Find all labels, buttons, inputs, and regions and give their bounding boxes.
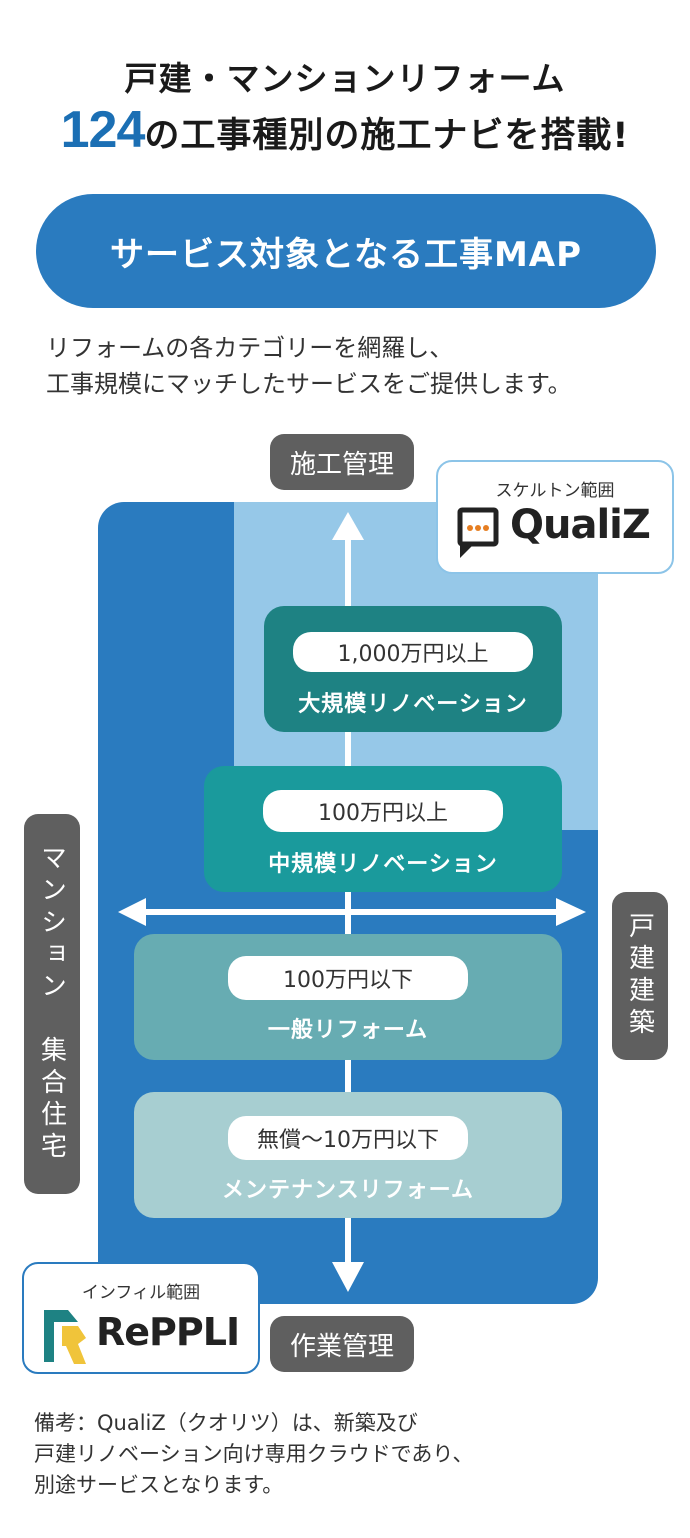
- band-price: 100万円以上: [263, 790, 503, 832]
- axis-label-top: 施工管理: [270, 434, 414, 490]
- intro-text: リフォームの各カテゴリーを網羅し、 工事規模にマッチしたサービスをご提供します。: [46, 330, 572, 402]
- footnote-line2: 戸建リノベーション向け専用クラウドであり、: [34, 1442, 474, 1466]
- axis-label-right: 戸建建築: [612, 892, 668, 1060]
- intro-line2: 工事規模にマッチしたサービスをご提供します。: [46, 370, 572, 398]
- reppli-mark-yellow: [62, 1326, 86, 1364]
- axis-label-top-text: 施工管理: [289, 449, 394, 480]
- footnote-line3: 別途サービスとなります。: [34, 1473, 284, 1497]
- band-name: メンテナンスリフォーム: [222, 1178, 474, 1203]
- axis-label-bottom: 作業管理: [270, 1316, 414, 1372]
- arrow-right: [556, 898, 586, 926]
- map-title-banner: サービス対象となる工事MAP: [36, 194, 656, 308]
- qualiz-logo: [457, 507, 499, 558]
- axis-label-right-text: 戸建建築: [624, 912, 655, 1040]
- footnote-line1: 備考：QualiZ（クオリツ）は、新築及び: [34, 1411, 418, 1435]
- headline-line2: 124の工事種別の施工ナビを搭載!: [0, 100, 690, 160]
- map-title-label: サービス対象となる工事MAP: [109, 234, 583, 275]
- axis-label-bottom-text: 作業管理: [289, 1331, 394, 1362]
- band-large-renovation: 1,000万円以上 大規模リノベーション: [264, 606, 562, 732]
- badge-infill-reppli: インフィル範囲 RePPLI: [22, 1262, 260, 1374]
- axis-label-left: マンション 集合住宅: [24, 814, 80, 1194]
- qualiz-chat-icon: [457, 507, 499, 558]
- reppli-wordmark: RePPLI: [96, 1310, 240, 1354]
- band-name: 中規模リノベーション: [268, 852, 498, 877]
- band-name: 一般リフォーム: [267, 1018, 429, 1043]
- band-name: 大規模リノベーション: [298, 692, 528, 717]
- band-price: 100万円以下: [228, 956, 468, 1000]
- headline-line1: 戸建・マンションリフォーム: [124, 59, 566, 98]
- qualiz-wordmark: QualiZ: [510, 502, 651, 548]
- intro-line1: リフォームの各カテゴリーを網羅し、: [46, 334, 454, 362]
- footnote: 備考：QualiZ（クオリツ）は、新築及び 戸建リノベーション向け専用クラウドで…: [34, 1408, 474, 1501]
- band-price: 1,000万円以上: [293, 632, 533, 672]
- arrow-left: [118, 898, 146, 926]
- reppli-mark-teal: [44, 1310, 78, 1362]
- axis-label-left-text: マンション 集合住宅: [36, 844, 67, 1164]
- badge-skeleton-qualiz: スケルトン範囲 QualiZ: [436, 460, 674, 574]
- band-maintenance-reform: 無償〜10万円以下 メンテナンスリフォーム: [134, 1092, 562, 1218]
- badge-title: インフィル範囲: [81, 1283, 201, 1303]
- headline-rest: の工事種別の施工ナビを搭載!: [144, 116, 630, 156]
- badge-title: スケルトン範囲: [495, 481, 615, 501]
- reppli-logo-mark: [44, 1310, 86, 1364]
- band-general-reform: 100万円以下 一般リフォーム: [134, 934, 562, 1060]
- band-medium-renovation: 100万円以上 中規模リノベーション: [204, 766, 562, 892]
- headline-number: 124: [60, 101, 146, 159]
- band-price: 無償〜10万円以下: [228, 1116, 468, 1160]
- arrow-down: [332, 1262, 364, 1292]
- arrow-up: [332, 512, 364, 540]
